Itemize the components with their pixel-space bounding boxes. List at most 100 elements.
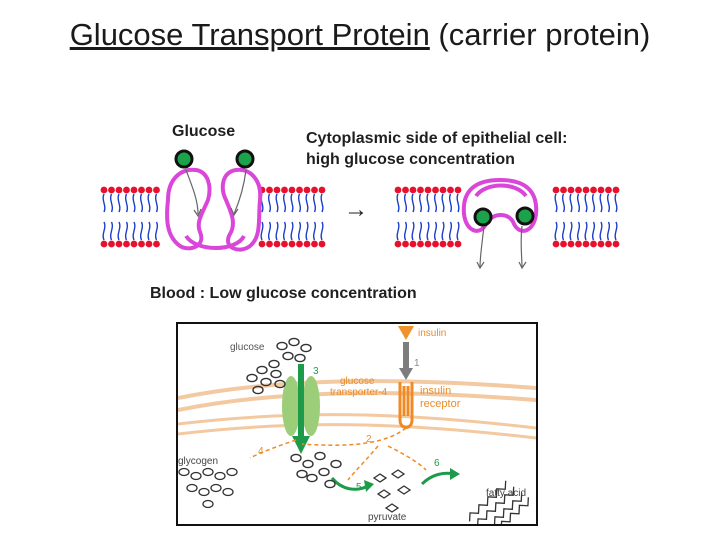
lipid-tail [260, 221, 264, 241]
lipid-tail [554, 221, 558, 241]
lipid-tail [147, 193, 151, 213]
lipid-head [409, 186, 417, 194]
transport-arrow [292, 364, 310, 454]
step-5-label: 5 [356, 482, 362, 493]
lipid-head [145, 186, 153, 194]
lipid-head [108, 186, 115, 194]
inner-membrane-inner [178, 423, 536, 440]
blood-label: Blood : Low glucose concentration [150, 285, 417, 302]
page-title: Glucose Transport Protein (carrier prote… [0, 14, 720, 56]
lipid-head [552, 186, 560, 194]
lipid-head [303, 186, 311, 194]
lipid-tail [403, 221, 408, 241]
lipid-head [439, 186, 447, 194]
lipid-head [303, 240, 311, 248]
lipid-tail [411, 193, 415, 213]
receptor-label-line2: receptor [420, 398, 461, 410]
lipid-tail [591, 221, 596, 241]
carrier-protein-open-outside [165, 167, 263, 252]
glucose-ring [294, 353, 306, 363]
lipid-tail [154, 193, 159, 213]
lipid-head [100, 186, 108, 194]
lipid-tail [614, 221, 618, 241]
lipid-head [447, 240, 454, 248]
lipid-head [454, 240, 462, 248]
pyruvate-label: pyruvate [368, 512, 407, 523]
lipid-tail [275, 221, 279, 241]
lipid-tail [320, 193, 324, 213]
lipid-head [402, 186, 409, 194]
lipid-head [575, 240, 582, 248]
insulin-gray-arrowhead [399, 368, 413, 380]
lipid-tail [584, 221, 588, 241]
lipid-head [288, 240, 296, 248]
lipid-tail [554, 193, 558, 213]
inset-drawing: glucose insulin 1 3 glucose transporter-… [178, 326, 536, 524]
lipid-tail [433, 193, 438, 213]
lipid-head [281, 186, 288, 194]
lipid-head [258, 240, 266, 248]
lipid-tail [297, 221, 302, 241]
glucose-ring [290, 453, 302, 463]
lipid-tail [584, 193, 588, 213]
glucose-ring [302, 459, 314, 469]
lipid-tail [305, 221, 309, 241]
step-3-label: 3 [313, 366, 319, 377]
glucose-ring [288, 337, 300, 347]
lipid-tail [267, 193, 272, 213]
lipid-head [311, 186, 318, 194]
lipid-head [318, 240, 326, 248]
protein-right-top [474, 183, 528, 198]
glucose-molecules [174, 149, 535, 227]
inner-membrane-outer [178, 413, 536, 430]
lipid-tail [290, 193, 294, 213]
lipid-head [130, 240, 138, 248]
glycolysis-arrowhead [364, 480, 374, 492]
lipid-tail [282, 221, 287, 241]
fatty-acid-chains [468, 480, 529, 524]
lipid-head [590, 186, 597, 194]
lipid-tail [117, 193, 121, 213]
lipid-head [567, 240, 575, 248]
title-underlined: Glucose Transport Protein [69, 17, 430, 52]
lipid-tail [448, 221, 453, 241]
lipid-tail [418, 221, 423, 241]
lipid-head [447, 186, 454, 194]
lipid-head [145, 240, 153, 248]
lipid-tail [426, 193, 430, 213]
lipid-head [115, 240, 123, 248]
glucose-ring [318, 467, 330, 477]
title-rest: (carrier protein) [429, 17, 651, 52]
glucose-molecule [473, 207, 493, 227]
lipid-tail [132, 193, 136, 213]
cell-membrane-inner [178, 391, 536, 412]
lipid-tail [124, 193, 129, 213]
glucose-ring [324, 479, 336, 489]
lipid-tail [139, 221, 144, 241]
lipid-head [296, 186, 303, 194]
lipid-head [100, 240, 108, 248]
lipid-head [590, 240, 597, 248]
lipid-tail [569, 221, 573, 241]
glucose-molecule [235, 149, 255, 169]
transition-arrow: → [344, 196, 368, 223]
fatty-acid-label: fatty acid [486, 488, 526, 499]
lipid-tail [418, 193, 423, 213]
lipid-tail [591, 193, 596, 213]
glucose-ring [300, 343, 312, 353]
lipid-tail [426, 221, 430, 241]
lipid-head [582, 240, 590, 248]
glucose-ring [256, 365, 268, 375]
lipid-head [153, 240, 160, 248]
receptor-label-line1: insulin [420, 385, 451, 397]
cell-membrane-outer [178, 379, 536, 400]
lipid-head [288, 186, 296, 194]
lipid-tail [599, 221, 603, 241]
glucose-rings [246, 337, 342, 489]
step-1-label: 1 [414, 358, 420, 369]
glycolysis-arrow [330, 476, 369, 491]
lipid-head [424, 186, 432, 194]
lipid-head [432, 186, 439, 194]
lipid-head [552, 240, 560, 248]
lipid-tail [561, 221, 566, 241]
